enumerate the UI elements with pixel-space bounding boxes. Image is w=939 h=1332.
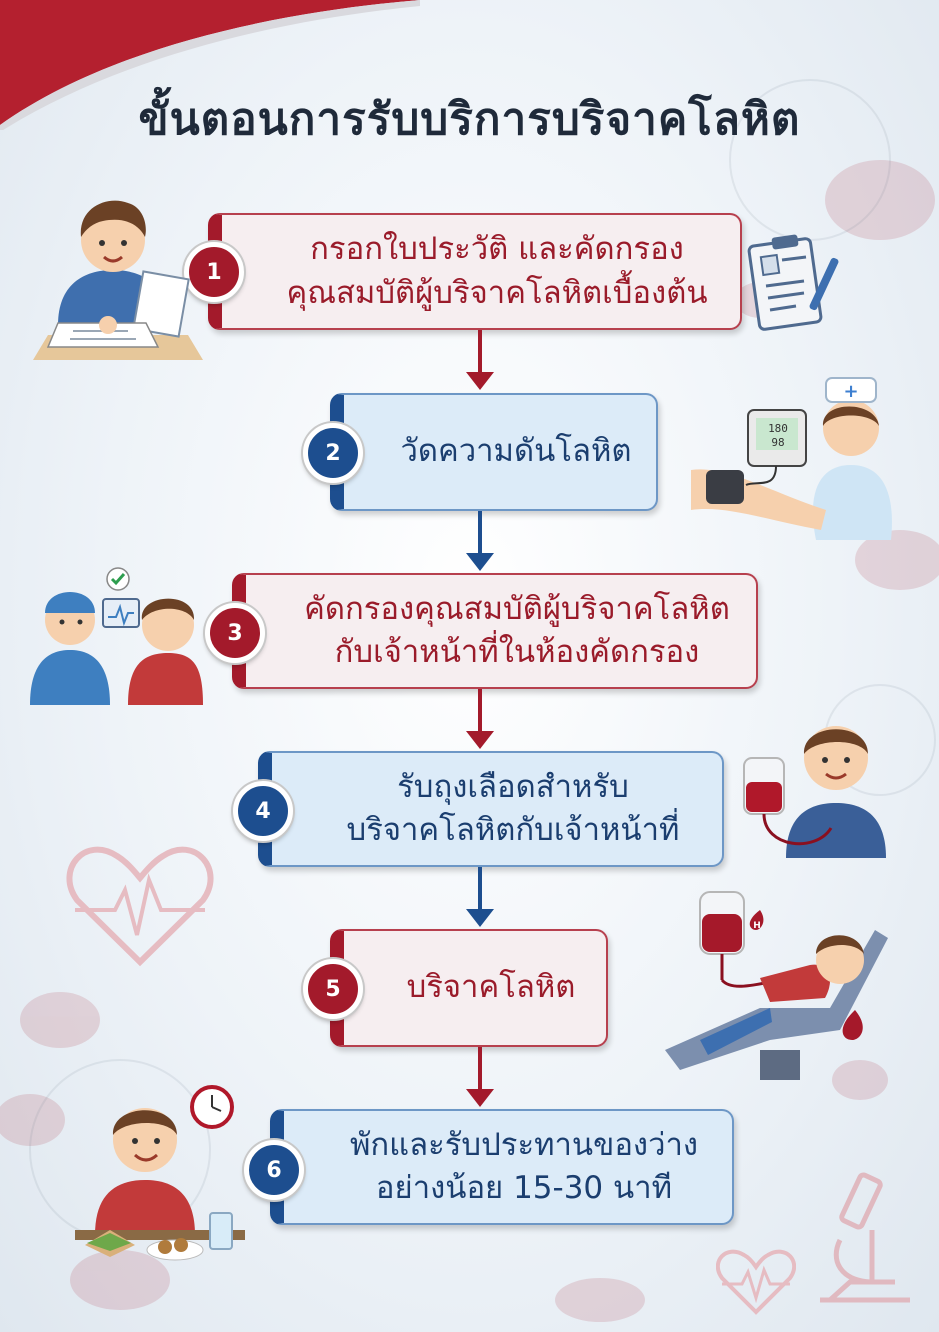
donation-chair-icon: H — [665, 891, 888, 1080]
arrow-down-icon — [466, 1047, 494, 1107]
step-4-line1: รับถุงเลือดสำหรับ — [397, 768, 629, 805]
step-5-card: บริจาคโลหิต — [330, 929, 608, 1047]
arrow-down-icon — [466, 867, 494, 927]
step-2-line1: วัดความดันโลหิต — [400, 433, 632, 470]
step-4-badge: 4 — [233, 781, 293, 841]
drop-label: H — [753, 921, 761, 931]
step-3-card: คัดกรองคุณสมบัติผู้บริจาคโลหิตกับเจ้าหน้… — [232, 573, 758, 689]
page-title: ขั้นตอนการรับบริการบริจาคโลหิต — [138, 94, 801, 145]
snack-icon — [75, 1085, 245, 1261]
step-2-badge: 2 — [303, 423, 363, 483]
microscope-icon — [820, 1172, 910, 1303]
svg-text:+: + — [843, 381, 858, 402]
step-1-badge: 1 — [184, 242, 244, 302]
arrow-down-icon — [466, 511, 494, 571]
step-5-line1: บริจาคโลหิต — [406, 969, 576, 1006]
step-6-badge: 6 — [244, 1140, 304, 1200]
heartbeat-heart-icon — [66, 846, 214, 967]
step-6-card: พักและรับประทานของว่างอย่างน้อย 15-30 นา… — [270, 1109, 734, 1225]
step-3-line1: คัดกรองคุณสมบัติผู้บริจาคโลหิต — [304, 590, 730, 627]
blood-bag-icon — [743, 726, 886, 858]
clipboard-icon — [747, 234, 839, 331]
person-writing-form-icon — [33, 200, 203, 360]
step-4-card: รับถุงเลือดสำหรับบริจาคโลหิตกับเจ้าหน้าท… — [258, 751, 724, 867]
arrow-down-icon — [466, 330, 494, 390]
step-1-line2: คุณสมบัติผู้บริจาคโลหิตเบื้องต้น — [286, 274, 708, 311]
monitor-bottom-reading: 98 — [771, 436, 784, 449]
arrow-down-icon — [466, 689, 494, 749]
step-1-card: กรอกใบประวัติ และคัดกรองคุณสมบัติผู้บริจ… — [208, 213, 742, 330]
blood-pressure-monitor-icon: + 180 98 — [691, 377, 892, 540]
step-4-line2: บริจาคโลหิตกับเจ้าหน้าที่ — [346, 812, 680, 848]
heartbeat-heart-icon-small — [716, 1249, 796, 1315]
corner-swoosh — [0, 0, 420, 130]
step-3-badge: 3 — [205, 603, 265, 663]
monitor-top-reading: 180 — [768, 422, 788, 435]
step-3-line2: กับเจ้าหน้าที่ในห้องคัดกรอง — [334, 634, 700, 670]
step-6-line1: พักและรับประทานของว่าง — [349, 1126, 699, 1163]
step-5-badge: 5 — [303, 959, 363, 1019]
doctor-consult-icon — [30, 567, 203, 705]
step-1-line1: กรอกใบประวัติ และคัดกรอง — [310, 231, 684, 268]
step-2-card: วัดความดันโลหิต — [330, 393, 658, 511]
step-6-line2: อย่างน้อย 15-30 นาที — [375, 1170, 673, 1206]
